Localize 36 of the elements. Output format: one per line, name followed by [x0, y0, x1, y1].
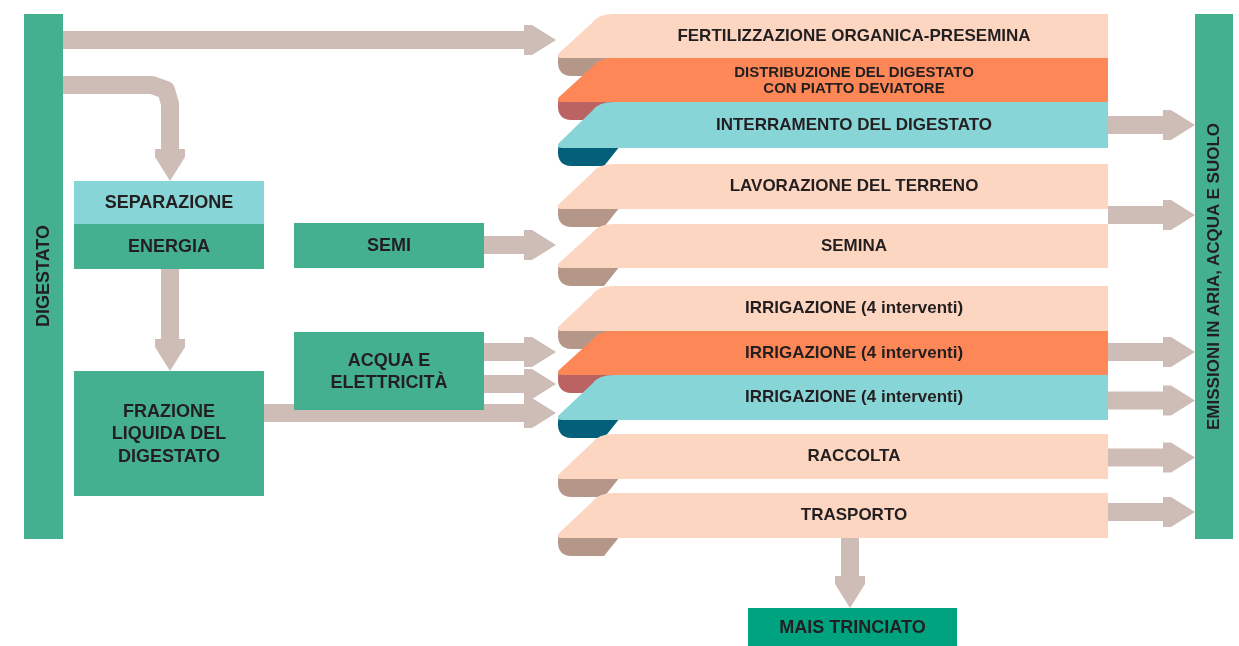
step-label: LAVORAZIONE DEL TERRENO	[729, 176, 979, 196]
step-label: RACCOLTA	[807, 446, 901, 466]
ribbon-banner	[556, 224, 1108, 268]
step-label: DISTRIBUZIONE DEL DIGESTATO CON PIATTO DEVIATORE	[734, 62, 974, 96]
box-label: DIGESTATO	[33, 225, 54, 328]
ribbon-banner	[556, 286, 1108, 331]
ribbon-banner	[556, 102, 1108, 148]
box-label: FRAZIONE LIQUIDA DEL DIGESTATO	[110, 399, 228, 468]
process-box	[74, 224, 264, 269]
ribbon-banner	[556, 58, 1108, 102]
box-label: SEMI	[366, 234, 412, 257]
step-label: IRRIGAZIONE (4 interventi)	[744, 342, 964, 362]
process-box	[74, 371, 264, 496]
ribbon-banner	[556, 14, 1108, 58]
box-label: ENERGIA	[127, 235, 211, 258]
box-label: EMISSIONI IN ARIA, ACQUA E SUOLO	[1204, 123, 1224, 430]
step-label: INTERRAMENTO DEL DIGESTATO	[715, 114, 993, 134]
step-label: IRRIGAZIONE (4 interventi)	[744, 387, 964, 407]
process-box	[74, 181, 264, 224]
step-label: IRRIGAZIONE (4 interventi)	[744, 298, 964, 318]
box-label: MAIS TRINCIATO	[778, 615, 927, 639]
process-box	[294, 223, 484, 268]
ribbon-banner	[556, 434, 1108, 479]
step-label: TRASPORTO	[800, 505, 908, 525]
ribbon-banner	[556, 331, 1108, 375]
box-label: ACQUA E ELETTRICITÀ	[329, 348, 449, 394]
vertical-bar	[1195, 14, 1233, 539]
step-label: SEMINA	[820, 235, 888, 255]
process-box	[294, 332, 484, 410]
process-box	[748, 608, 957, 646]
ribbon-banner	[556, 375, 1108, 420]
ribbon-banner	[556, 493, 1108, 538]
ribbon-banner	[556, 164, 1108, 209]
box-label: SEPARAZIONE	[103, 191, 235, 214]
step-label: FERTILIZZAZIONE ORGANICA-PRESEMINA	[677, 25, 1031, 45]
vertical-bar	[24, 14, 63, 539]
